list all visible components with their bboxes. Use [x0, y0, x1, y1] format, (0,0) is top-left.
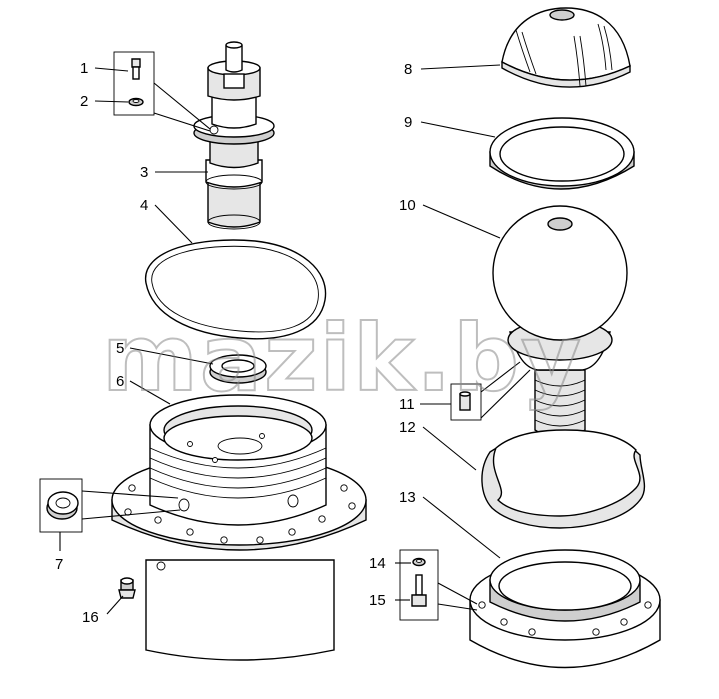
callout-7: 7 — [55, 556, 63, 573]
callout-2: 2 — [80, 93, 88, 110]
callout-4: 4 — [140, 197, 148, 214]
part-13-ring-flange — [469, 549, 661, 669]
callout-6: 6 — [116, 373, 124, 390]
callout-9: 9 — [404, 114, 412, 131]
part-6-housing — [111, 394, 367, 661]
part-5-seal — [209, 354, 267, 384]
callout-1: 1 — [80, 60, 88, 77]
callout-14: 14 — [369, 555, 386, 572]
callout-3: 3 — [140, 164, 148, 181]
inset-box-pin — [450, 361, 531, 421]
callout-10: 10 — [399, 197, 416, 214]
inset-box-bearing — [39, 478, 181, 533]
part-9-ring — [489, 117, 635, 190]
part-3-shaft — [193, 41, 275, 230]
callout-16: 16 — [82, 609, 99, 626]
callout-5: 5 — [116, 340, 124, 357]
callout-labels: 1 2 3 4 5 6 7 16 8 9 10 11 12 13 14 15 — [55, 60, 416, 626]
part-4-large-o-ring — [145, 239, 327, 340]
part-8-dome-cap — [501, 7, 631, 88]
leader-lines — [59, 64, 501, 615]
callout-11: 11 — [399, 396, 415, 413]
part-16-plug — [118, 577, 136, 599]
callout-15: 15 — [369, 592, 386, 609]
part-12-star-plate — [481, 429, 646, 529]
callout-8: 8 — [404, 61, 412, 78]
callout-13: 13 — [399, 489, 416, 506]
watermark-text: mazik.by — [102, 305, 583, 412]
callout-12: 12 — [399, 419, 416, 436]
inset-box-washer-bolt — [399, 549, 478, 621]
inset-box-bolt-washer — [113, 51, 211, 132]
part-10-ball-stud — [492, 205, 628, 439]
